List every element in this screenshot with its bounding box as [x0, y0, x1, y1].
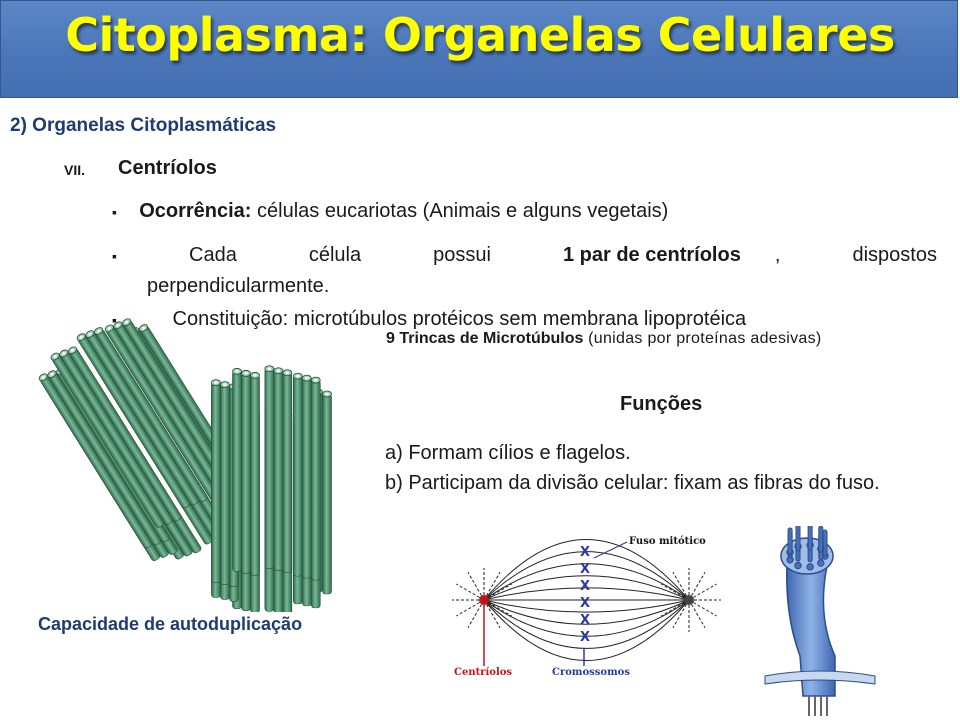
svg-text:X: X	[580, 613, 590, 628]
bullet-text: Constituição: microtúbulos protéicos sem…	[172, 308, 747, 330]
bullet-centriolos-par: ▪ Cada célula possui 1 par de centríolos…	[112, 240, 937, 301]
bullet-word: Cada	[189, 244, 237, 266]
bullet-word: possui	[433, 244, 491, 266]
microtubule	[264, 368, 275, 570]
caption-bold: 9 Trincas de Microtúbulos	[386, 330, 584, 347]
bullet-marker: ▪	[112, 204, 117, 220]
microtubule	[282, 372, 293, 574]
microtubule	[250, 374, 260, 576]
svg-text:X: X	[580, 562, 590, 577]
funcao-b: b) Participam da divisão celular: fixam …	[385, 472, 880, 494]
bullet-word: célula	[308, 244, 362, 266]
svg-text:X: X	[580, 545, 590, 560]
microtubule	[220, 384, 230, 585]
cromossomos-label: Cromossomos	[552, 667, 630, 678]
microtubule	[310, 379, 321, 581]
microtubule	[211, 382, 221, 583]
bullet-word: dispostos	[852, 244, 937, 266]
microtubule	[273, 370, 284, 572]
centriolos-label: Centríolos	[454, 667, 512, 678]
funcoes-list: a) Formam cílios e flagelos. b) Particip…	[385, 438, 945, 498]
bullet-marker: ▪	[112, 248, 117, 264]
bullet-text: células eucariotas (Animais e alguns veg…	[251, 200, 669, 222]
slide-title: Citoplasma: Organelas Celulares	[65, 8, 895, 62]
fuso-label: Fuso mitótico	[629, 536, 706, 547]
mitotic-spindle-illustration: Fuso mitótico Centríolos Cromossomos XXX…	[452, 536, 721, 678]
svg-text:X: X	[580, 596, 590, 611]
microtubule	[292, 375, 303, 577]
centriole-right	[210, 365, 332, 612]
svg-text:X: X	[580, 579, 590, 594]
microtubule	[322, 393, 332, 595]
svg-text:X: X	[580, 630, 590, 645]
cilium-basal-body-illustration	[764, 526, 876, 716]
bullet-marker: ▪	[112, 312, 117, 328]
microtubule-caption: 9 Trincas de Microtúbulos (unidas por pr…	[386, 330, 822, 348]
caption-rest: (unidas por proteínas adesivas)	[583, 330, 822, 347]
autoduplicacao-caption: Capacidade de autoduplicação	[38, 614, 303, 634]
microtubule	[232, 370, 242, 572]
subsection-numeral: VII.	[64, 162, 86, 178]
microtubule	[301, 377, 312, 579]
centriole-pair-illustration	[38, 318, 332, 612]
bullet-bold: 1 par de centríolos	[562, 244, 741, 266]
bullet-line2: perpendicularmente.	[147, 275, 330, 297]
bullet-line: ▪ Cada célula possui 1 par de centríolos…	[112, 240, 937, 271]
microtubule	[241, 372, 251, 574]
section-heading: 2) Organelas Citoplasmáticas	[10, 115, 277, 136]
bullet-ocorrencia: ▪ Ocorrência: células eucariotas (Animai…	[112, 200, 952, 223]
bullet-label: Ocorrência:	[139, 200, 252, 222]
centriole-left	[38, 318, 253, 561]
funcao-a: a) Formam cílios e flagelos.	[385, 442, 631, 464]
funcoes-heading: Funções	[620, 393, 703, 415]
subsection-title: Centríolos	[118, 157, 217, 179]
bullet-constituicao: ▪ Constituição: microtúbulos protéicos s…	[112, 308, 952, 331]
title-bar	[0, 0, 958, 98]
